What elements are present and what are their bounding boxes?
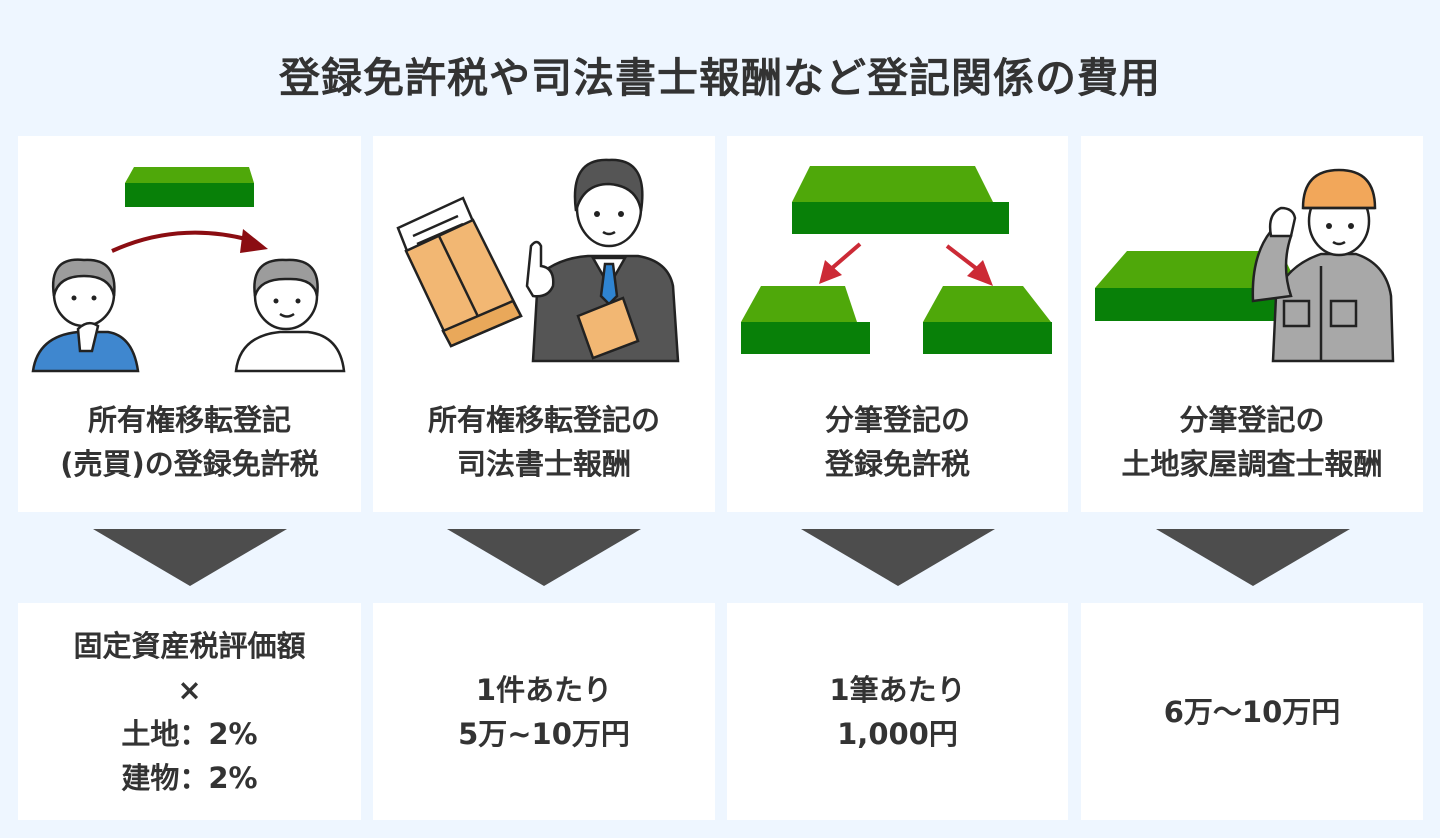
land-surveyor-illustration bbox=[1081, 136, 1423, 386]
land-parcel-icon bbox=[923, 286, 1052, 354]
down-arrow-icon bbox=[93, 529, 287, 586]
land-parcel-icon bbox=[1095, 251, 1299, 321]
transfer-arrow-icon bbox=[111, 229, 268, 253]
cost-card-subdivision-tax: 分筆登記の 登録免許税 bbox=[727, 136, 1068, 512]
cost-value: 6万～10万円 bbox=[1163, 694, 1341, 729]
ownership-transfer-illustration bbox=[18, 136, 361, 386]
judicial-scrivener-illustration bbox=[373, 136, 715, 386]
page-title: 登録免許税や司法書士報酬など登記関係の費用 bbox=[279, 54, 1161, 102]
cost-card-surveyor-fee: 分筆登記の 土地家屋調査士報酬 bbox=[1081, 136, 1423, 512]
cost-value: 1件あたり 5万~10万円 bbox=[458, 672, 630, 751]
land-parcel-icon bbox=[125, 167, 254, 207]
buyer-person-icon bbox=[234, 258, 346, 373]
down-arrow-icon bbox=[1156, 529, 1350, 586]
land-parcel-icon bbox=[741, 286, 870, 354]
cost-category-label: 所有権移転登記 (売買)の登録免許税 bbox=[60, 403, 319, 481]
cost-category-label: 分筆登記の 土地家屋調査士報酬 bbox=[1121, 403, 1383, 481]
split-arrow-icon bbox=[819, 242, 993, 286]
cost-category-label: 分筆登記の 登録免許税 bbox=[824, 403, 970, 481]
cost-value: 1筆あたり 1,000円 bbox=[829, 672, 966, 751]
seller-person-icon bbox=[31, 258, 140, 373]
envelope-documents-icon bbox=[396, 196, 523, 348]
cost-value-card: 固定資産税評価額 × 土地：2% 建物：2% bbox=[18, 603, 361, 820]
down-arrow-icon bbox=[801, 529, 995, 586]
cost-value-card: 6万～10万円 bbox=[1081, 603, 1423, 820]
cost-value: 固定資産税評価額 × 土地：2% 建物：2% bbox=[73, 628, 306, 795]
down-arrow-icon bbox=[447, 529, 641, 586]
scrivener-person-icon bbox=[525, 158, 680, 363]
cost-category-label: 所有権移転登記の 司法書士報酬 bbox=[427, 403, 660, 481]
land-subdivision-illustration bbox=[727, 136, 1068, 386]
surveyor-person-icon bbox=[1251, 168, 1395, 363]
cost-value-card: 1件あたり 5万~10万円 bbox=[373, 603, 715, 820]
land-parcel-icon bbox=[792, 166, 1009, 234]
cost-card-ownership-transfer-tax: 所有権移転登記 (売買)の登録免許税 bbox=[18, 136, 361, 512]
cost-card-scrivener-fee: 所有権移転登記の 司法書士報酬 bbox=[373, 136, 715, 512]
cost-value-card: 1筆あたり 1,000円 bbox=[727, 603, 1068, 820]
